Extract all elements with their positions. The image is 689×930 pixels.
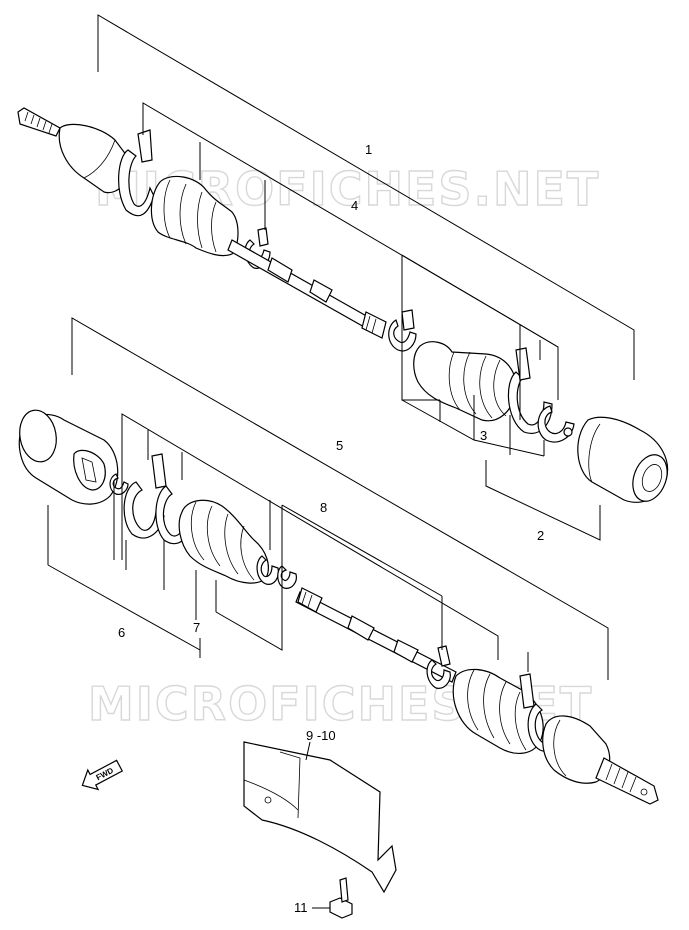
callout-11: 11: [294, 900, 308, 915]
upper-inner-joint-housing: [577, 416, 669, 503]
fwd-arrow-icon: FWD: [81, 759, 124, 791]
lower-small-clip: [109, 473, 129, 495]
callout-6: 6: [118, 625, 125, 640]
callout-7: 7: [193, 620, 200, 635]
callout-3: 3: [480, 428, 487, 443]
lower-splined-stub: [595, 757, 659, 805]
lower-inner-boot: [178, 499, 269, 584]
lower-outer-joint-housing: [542, 715, 611, 784]
upper-inner-boot: [413, 341, 517, 422]
upper-shaft-bar: [227, 239, 371, 329]
shaft-cover-plate: [243, 741, 397, 894]
lower-inner-clamp: [123, 453, 167, 539]
callout-4: 4: [351, 198, 358, 213]
upper-outer-boot: [150, 175, 239, 257]
lower-callout-lines: [47, 317, 609, 680]
lower-outer-small-clamp: [426, 645, 451, 689]
callout-9-10: 9 -10: [306, 728, 336, 743]
upper-circlip: [537, 405, 575, 443]
callout-8: 8: [320, 500, 327, 515]
callout-2: 2: [537, 528, 544, 543]
upper-outer-clamp: [118, 129, 155, 217]
upper-callout-lines: [97, 14, 635, 541]
upper-inner-clamp-ring: [388, 309, 417, 352]
lower-inner-joint-housing: [18, 409, 119, 505]
lower-shaft-bar: [295, 587, 457, 683]
bolt-part-11: [312, 877, 353, 919]
upper-inner-spline: [361, 311, 387, 339]
lower-drive-shaft-assembly: [18, 409, 659, 805]
callout-1: 1: [365, 142, 372, 157]
upper-splined-stub: [17, 107, 61, 137]
upper-drive-shaft-assembly: [17, 107, 669, 503]
callout-5: 5: [336, 438, 343, 453]
